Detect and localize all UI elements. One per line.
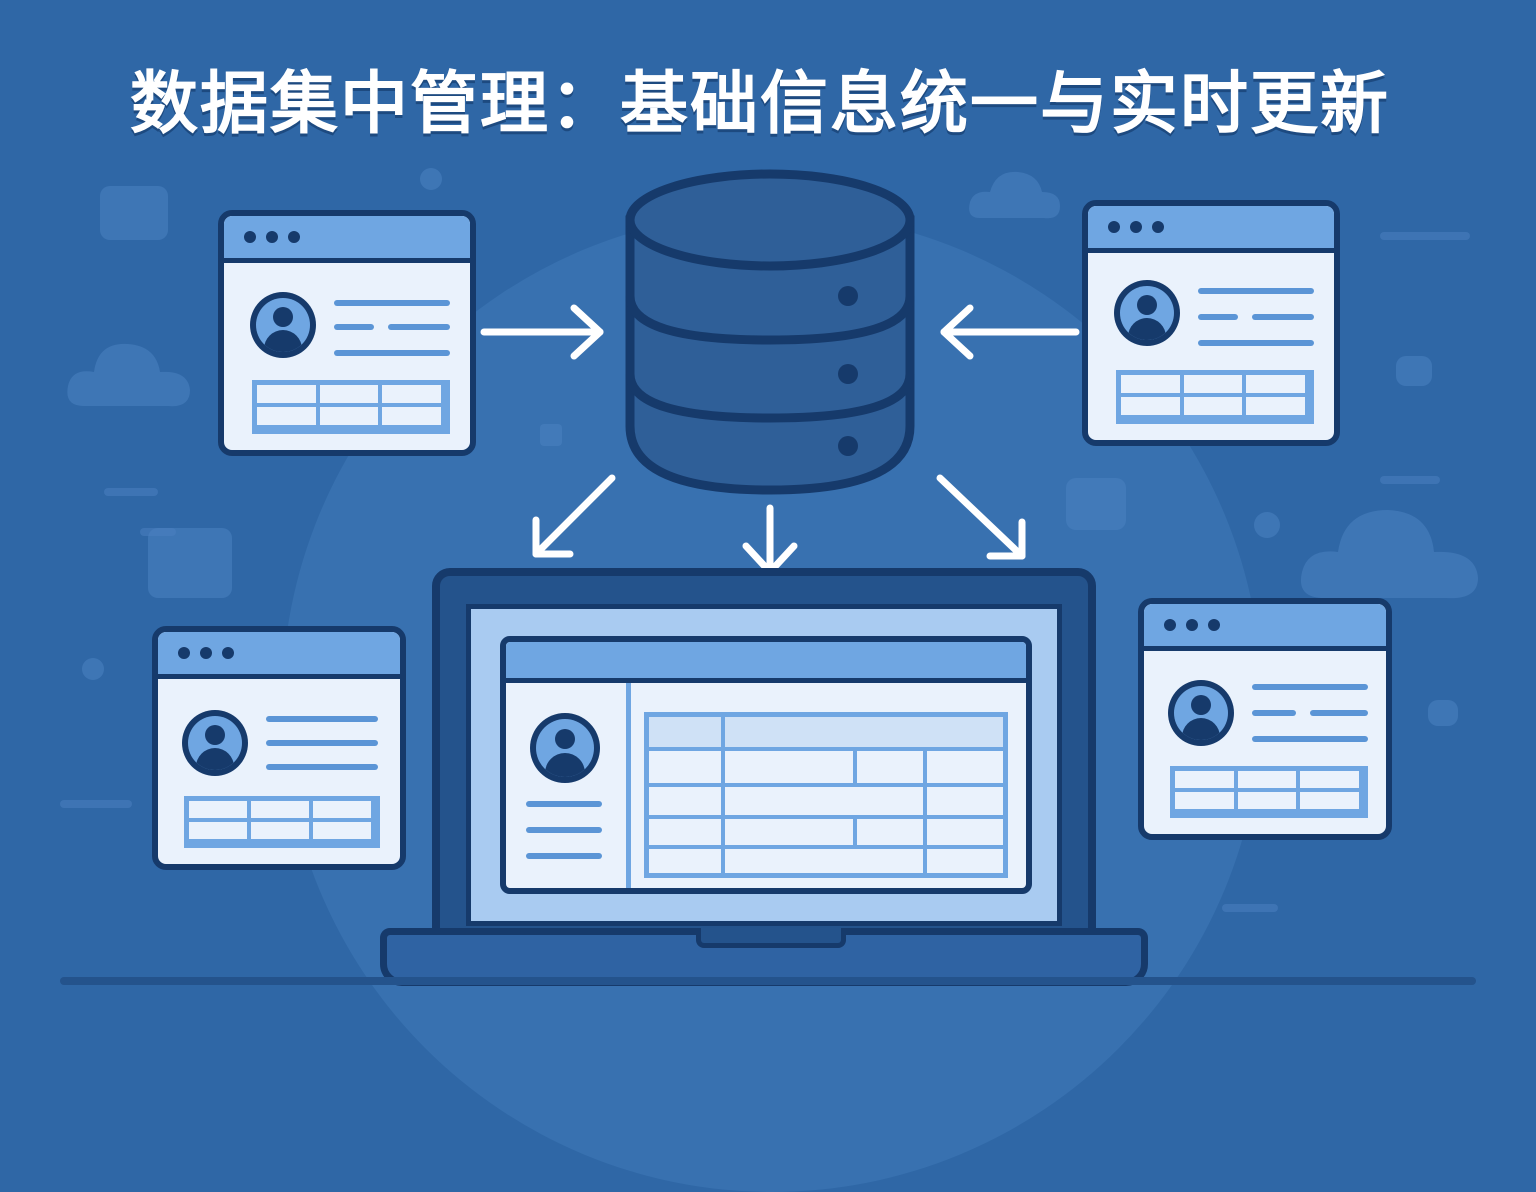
text-line [388, 324, 450, 330]
decor-line [140, 528, 176, 536]
decor-square [1066, 478, 1126, 530]
text-line [1252, 736, 1368, 742]
text-line [334, 324, 374, 330]
text-line [266, 764, 378, 770]
window-dot-icon [200, 647, 212, 659]
profile-window-top-left [218, 210, 476, 456]
arrow-inbound-left [480, 304, 604, 360]
window-titlebar [158, 632, 400, 679]
profile-window-bottom-left [152, 626, 406, 870]
dashboard-table [644, 712, 1008, 878]
table-column [721, 717, 725, 873]
text-line [1310, 710, 1368, 716]
cloud-icon [1300, 510, 1478, 599]
window-dot-icon [1186, 619, 1198, 631]
laptop-notch [696, 928, 846, 948]
text-line [266, 716, 378, 722]
text-line [1198, 340, 1314, 346]
window-titlebar [1088, 206, 1334, 253]
window-dot-icon [1130, 221, 1142, 233]
decor-line [60, 800, 132, 808]
window-dot-icon [1164, 619, 1176, 631]
avatar-icon [1168, 680, 1234, 746]
data-table [1170, 766, 1368, 818]
cloud-icon [67, 343, 190, 407]
decor-line [1380, 232, 1470, 240]
window-dot-icon [222, 647, 234, 659]
text-line [334, 300, 450, 306]
data-table [184, 796, 380, 848]
arrow-outbound-down-right [936, 474, 1026, 560]
data-table [252, 380, 450, 434]
cloud-icon [969, 171, 1060, 219]
decor-square [148, 528, 232, 598]
window-dot-icon [178, 647, 190, 659]
data-table [1116, 370, 1314, 424]
window-dot-icon [288, 231, 300, 243]
window-titlebar [1144, 604, 1386, 651]
table-column [853, 747, 857, 783]
table-row [649, 747, 1003, 751]
window-titlebar [224, 216, 470, 263]
window-dot-icon [266, 231, 278, 243]
avatar-icon [182, 710, 248, 776]
window-dot-icon [1108, 221, 1120, 233]
decor-dot [420, 168, 442, 190]
table-column [923, 747, 927, 873]
arrow-outbound-down [742, 504, 798, 576]
decor-square [540, 424, 562, 446]
decor-dot [1254, 512, 1280, 538]
avatar-icon [250, 292, 316, 358]
window-titlebar [506, 642, 1026, 683]
flow-arrows [480, 304, 1080, 576]
table-column [853, 815, 857, 845]
arrow-inbound-right [940, 304, 1080, 360]
table-row [649, 783, 1003, 787]
page-title: 数据集中管理：基础信息统一与实时更新 [130, 65, 1391, 144]
ground-line [60, 977, 1476, 985]
text-line [526, 827, 602, 833]
table-header [649, 717, 1003, 747]
text-line [1198, 314, 1238, 320]
text-line [1252, 314, 1314, 320]
arrow-outbound-down-left [532, 474, 616, 558]
decor-line [1380, 476, 1440, 484]
text-line [1252, 710, 1296, 716]
database-icon [625, 169, 915, 495]
avatar-icon [530, 713, 600, 783]
text-line [334, 350, 450, 356]
decor-square [1396, 356, 1432, 386]
avatar-icon [1114, 280, 1180, 346]
text-line [526, 853, 602, 859]
window-dot-icon [244, 231, 256, 243]
profile-window-top-right [1082, 200, 1340, 446]
text-line [526, 801, 602, 807]
decor-dot [82, 658, 104, 680]
window-dot-icon [1208, 619, 1220, 631]
decor-square [100, 186, 168, 240]
table-row [649, 815, 1003, 819]
decor-square [1428, 700, 1458, 726]
window-dot-icon [1152, 221, 1164, 233]
dashboard-sidebar [506, 683, 631, 888]
dashboard-window [500, 636, 1032, 894]
text-line [1252, 684, 1368, 690]
table-row [649, 845, 1003, 849]
text-line [266, 740, 378, 746]
text-line [1198, 288, 1314, 294]
decor-line [104, 488, 158, 496]
decor-line [1222, 904, 1278, 912]
profile-window-bottom-right [1138, 598, 1392, 840]
